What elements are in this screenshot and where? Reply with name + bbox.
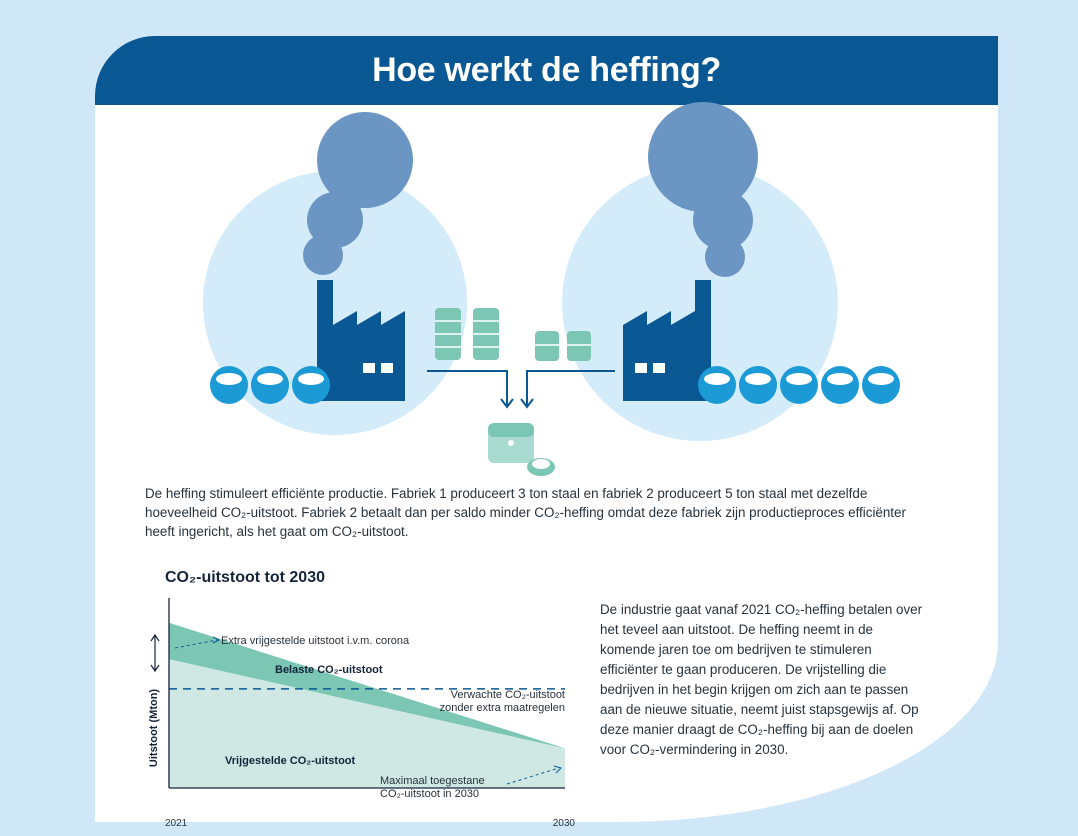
- coin-stack-icon: [435, 308, 461, 360]
- smoke-cloud-icon: [648, 102, 758, 277]
- chart-container: Uitstoot (Mton) Extra vrijgestelde uitst…: [135, 588, 585, 829]
- range-double-arrow: [150, 633, 160, 673]
- steel-coil-icon: [821, 366, 859, 404]
- steel-coils-factory-1: [210, 366, 330, 404]
- reference-label-1: Verwachte CO₂-uitstoot: [451, 689, 565, 701]
- factory-icon: [623, 280, 711, 401]
- legend-vrijgesteld: Vrijgestelde CO₂-uitstoot: [225, 755, 356, 767]
- y-axis-label: Uitstoot (Mton): [148, 689, 160, 768]
- infographic-card: Hoe werkt de heffing?: [95, 36, 998, 829]
- explanation-paragraph: De heffing stimuleert efficiënte product…: [145, 486, 906, 539]
- steel-coil-icon: [862, 366, 900, 404]
- coin-stack-icon: [567, 331, 591, 361]
- side-explanation: De industrie gaat vanaf 2021 CO₂-heffing…: [600, 602, 923, 757]
- steel-coil-icon: [210, 366, 248, 404]
- arrowhead: [553, 765, 562, 774]
- corona-annotation: Extra vrijgestelde uitstoot i.v.m. coron…: [221, 635, 410, 647]
- page-title: Hoe werkt de heffing?: [372, 51, 721, 89]
- steel-coil-icon: [292, 366, 330, 404]
- arrowhead: [212, 636, 221, 644]
- steel-coils-factory-2: [698, 366, 900, 404]
- smoke-cloud-icon: [303, 112, 413, 275]
- factory-icon: [317, 280, 405, 401]
- legend-belast: Belaste CO₂-uitstoot: [275, 664, 383, 676]
- header-bar: Hoe werkt de heffing?: [95, 36, 998, 105]
- x-tick-label-2030: 2030: [552, 818, 575, 829]
- steel-coil-icon: [739, 366, 777, 404]
- chart-title: CO₂-uitstoot tot 2030: [165, 569, 325, 586]
- max-annotation-2: CO₂-uitstoot in 2030: [380, 788, 479, 800]
- co2-chart: Uitstoot (Mton) Extra vrijgestelde uitst…: [148, 598, 565, 800]
- x-tick-label-2021: 2021: [165, 818, 188, 829]
- corona-annotation-arrow: [174, 639, 218, 649]
- reference-label-2: zonder extra maatregelen: [440, 702, 565, 714]
- steel-coil-icon: [251, 366, 289, 404]
- illustration: [203, 102, 900, 476]
- payment-flow-arrows: [427, 370, 615, 409]
- coin-stack-icon: [473, 308, 499, 360]
- steel-coil-icon: [780, 366, 818, 404]
- treasury-chest-icon: [488, 423, 555, 476]
- steel-coil-icon: [698, 366, 736, 404]
- x-tick-labels: 2021 2030: [165, 818, 575, 832]
- coin-stack-icon: [535, 331, 559, 361]
- area-vrijgesteld: [169, 659, 565, 788]
- max-annotation-1: Maximaal toegestane: [380, 775, 485, 787]
